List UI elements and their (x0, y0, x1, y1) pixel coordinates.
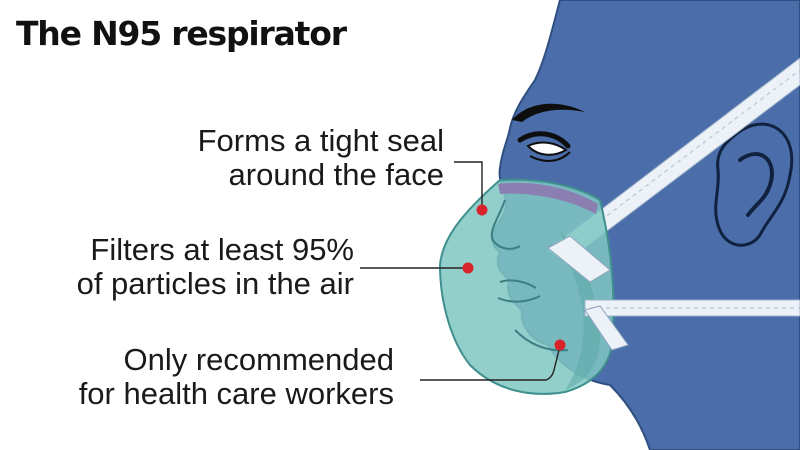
callout-health-care-workers: Only recommended for health care workers (79, 343, 394, 411)
mouth-outline (497, 279, 541, 303)
nose-outline (490, 199, 521, 250)
callout-line: of particles in the air (76, 266, 354, 301)
callout-line: Forms a tight seal (197, 123, 444, 158)
seal-marker-dot (476, 204, 488, 216)
filter-marker-dot (462, 262, 474, 274)
callout-tight-seal: Forms a tight seal around the face (198, 124, 444, 192)
eye-upper-lid (517, 131, 571, 149)
callout-line: for health care workers (78, 376, 394, 411)
callout-line: Only recommended (123, 342, 394, 377)
n95-mask (438, 178, 615, 395)
callout-line: around the face (228, 157, 444, 192)
lower-strap-tab (584, 305, 629, 351)
callout-filters-particles: Filters at least 95% of particles in the… (77, 233, 354, 301)
page-title: The N95 respirator (16, 14, 347, 53)
health-marker-dot (554, 339, 566, 351)
nose-band (498, 182, 598, 214)
ear-inner (738, 152, 774, 217)
mask-shading (560, 230, 600, 390)
eyebrow (512, 103, 585, 122)
eye-lower-lid (529, 151, 571, 162)
callout-line: Filters at least 95% (90, 232, 354, 267)
health-leader-line (420, 345, 561, 381)
chin-outline (514, 329, 569, 352)
upper-strap-tab (547, 235, 611, 283)
seal-leader-line (454, 161, 483, 208)
eye (526, 141, 568, 156)
ear (714, 122, 794, 247)
